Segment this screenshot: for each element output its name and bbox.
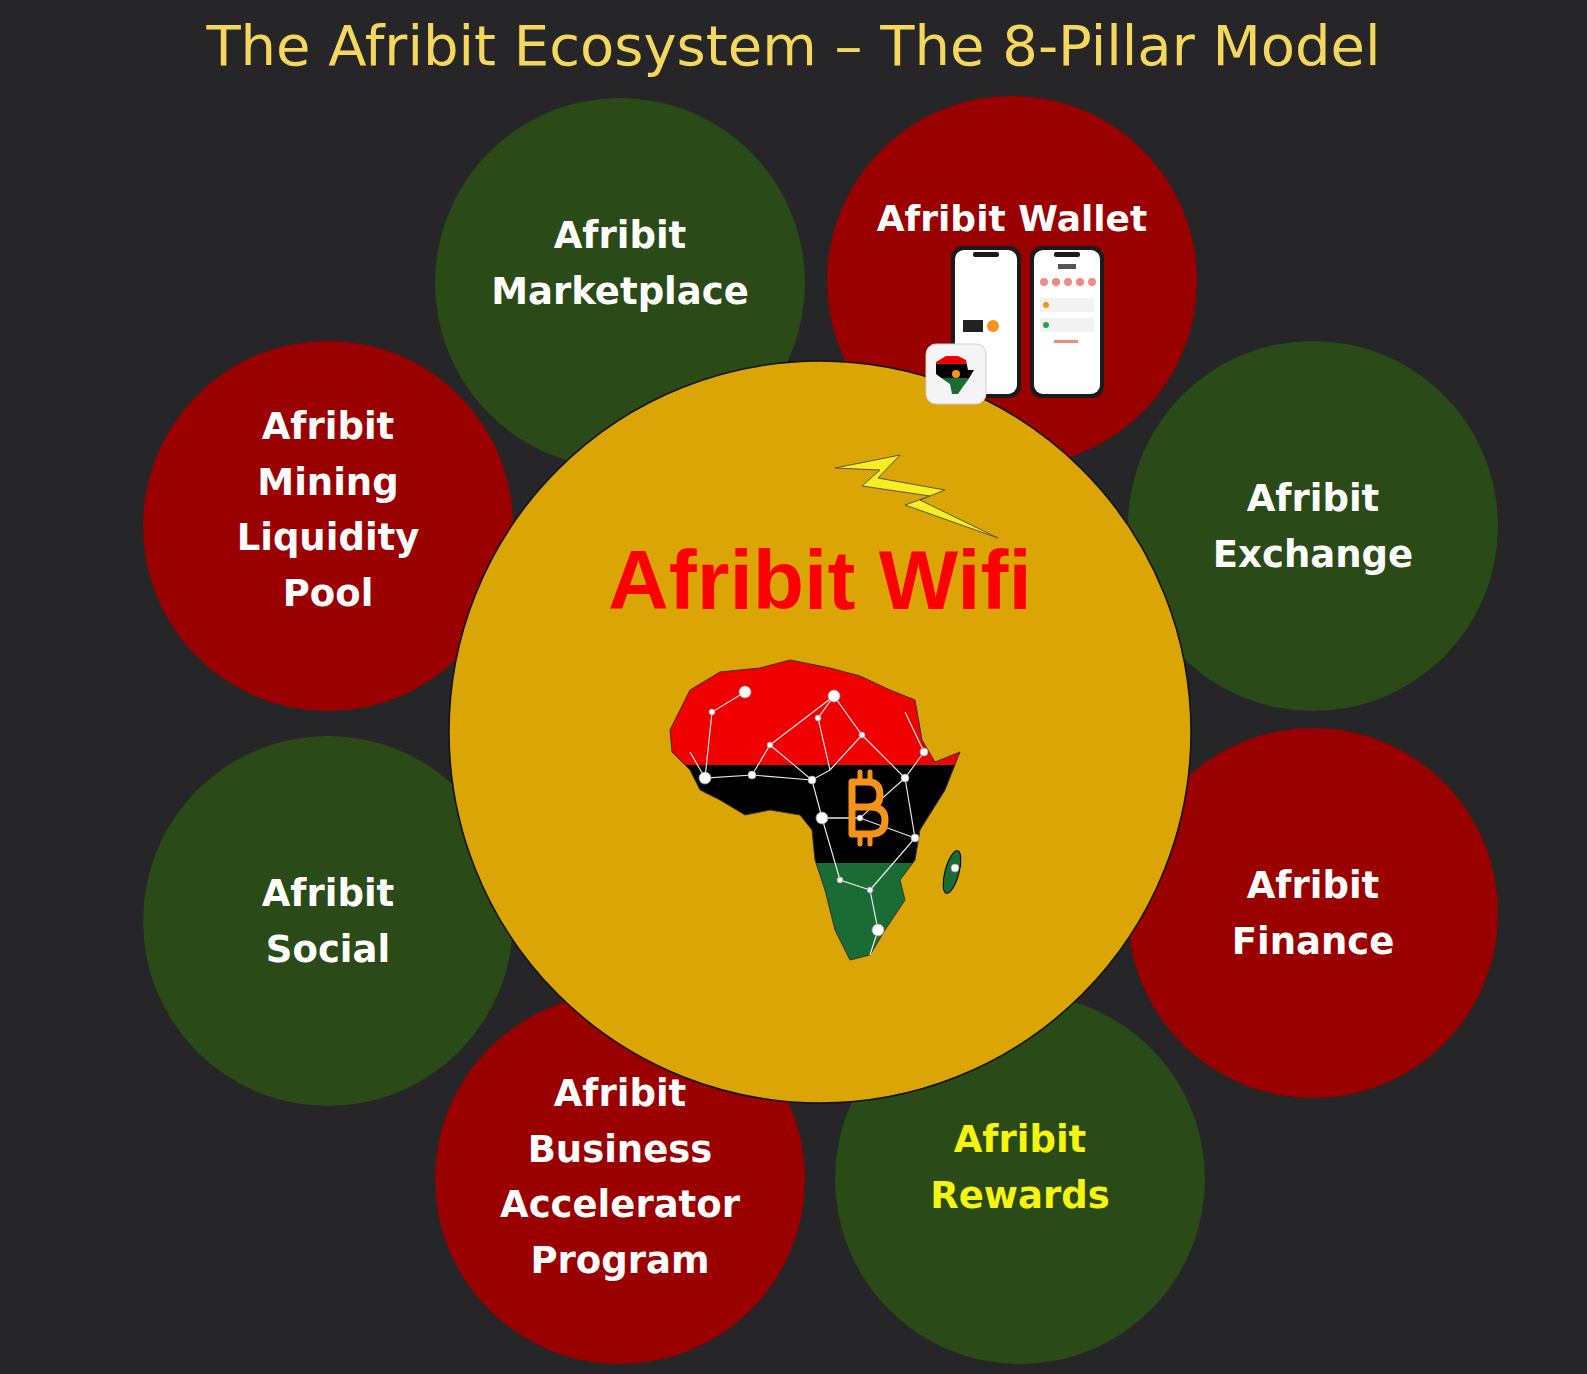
pillar-label: Afribit Wifi <box>520 538 1120 622</box>
circle-outline <box>143 736 513 1106</box>
lightning-bolt <box>835 455 998 538</box>
pillar-circle: Afribit Wifi <box>448 360 1192 1104</box>
pillar-label: Afribit Exchange <box>1188 471 1438 582</box>
circle-outline <box>1128 728 1498 1098</box>
circle-outline <box>835 994 1205 1364</box>
pillar-label: Afribit Business Accelerator Program <box>473 1066 768 1288</box>
circle-outline <box>449 361 1191 1103</box>
node-body: Afribit Wifi <box>448 360 1192 1104</box>
pillar-label: Afribit Rewards <box>900 1112 1140 1223</box>
pillar-label: Afribit Social <box>218 866 438 977</box>
pillar-label: Afribit Finance <box>1193 858 1433 969</box>
africa-map <box>650 640 980 973</box>
wallet-phones <box>926 246 1104 404</box>
circle-shape <box>448 360 1192 1104</box>
circle-outline <box>435 994 805 1364</box>
diagram-title: The Afribit Ecosystem – The 8-Pillar Mod… <box>0 8 1587 84</box>
pillar-label: Afribit Wallet <box>826 192 1198 246</box>
pillar-label: Afribit Marketplace <box>460 208 780 319</box>
pillar-label: Afribit Mining Liquidity Pool <box>216 399 441 621</box>
bitcoin-symbol <box>852 772 885 844</box>
